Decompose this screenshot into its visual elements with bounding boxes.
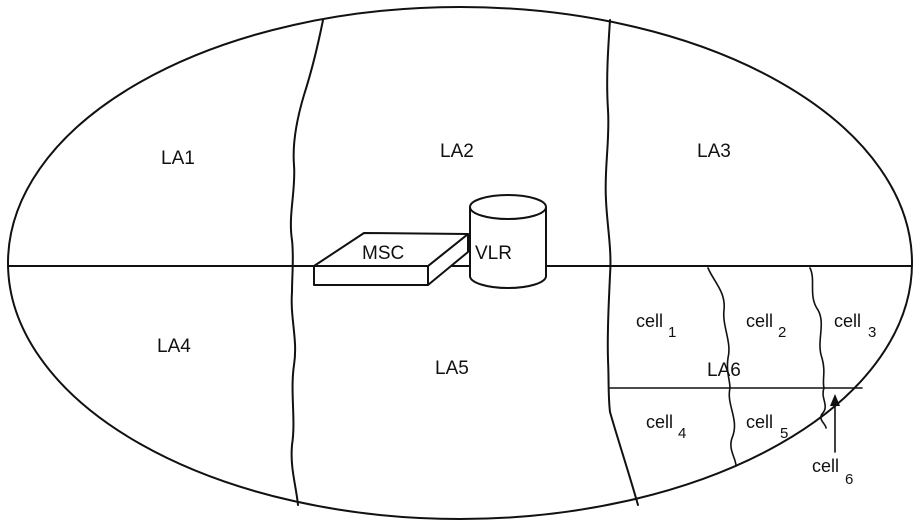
cell6-pointer-arrowhead	[830, 394, 840, 406]
boundary-la2-la3-la5-la6	[604, 19, 639, 506]
vlr-database-icon	[469, 194, 547, 289]
area-label-la3: LA3	[697, 141, 731, 162]
msc-label: MSC	[362, 243, 404, 264]
cell-label-2: cell2	[746, 311, 786, 341]
cell-label-4: cell4	[646, 412, 686, 442]
area-label-la1: LA1	[161, 148, 195, 169]
cell-label-3: cell3	[834, 311, 876, 341]
msc-switch-icon	[313, 232, 469, 286]
vlr-label: VLR	[475, 243, 512, 264]
area-label-la4: LA4	[157, 336, 191, 357]
cell-label-5: cell5	[746, 412, 788, 442]
area-label-la5: LA5	[435, 358, 469, 379]
divider-cell5-cell6	[820, 387, 827, 429]
divider-cell2-cell3	[809, 267, 825, 389]
boundary-la1-la2-la4-la5	[289, 19, 324, 506]
cell-label-6: cell6	[812, 456, 853, 488]
divider-cell1-cell2	[707, 267, 731, 389]
cell-label-1: cell1	[636, 311, 676, 341]
area-label-la6: LA6	[707, 360, 741, 381]
area-label-la2: LA2	[440, 141, 474, 162]
divider-cell4-cell5	[728, 387, 737, 467]
network-boundary-ellipse	[7, 6, 913, 520]
